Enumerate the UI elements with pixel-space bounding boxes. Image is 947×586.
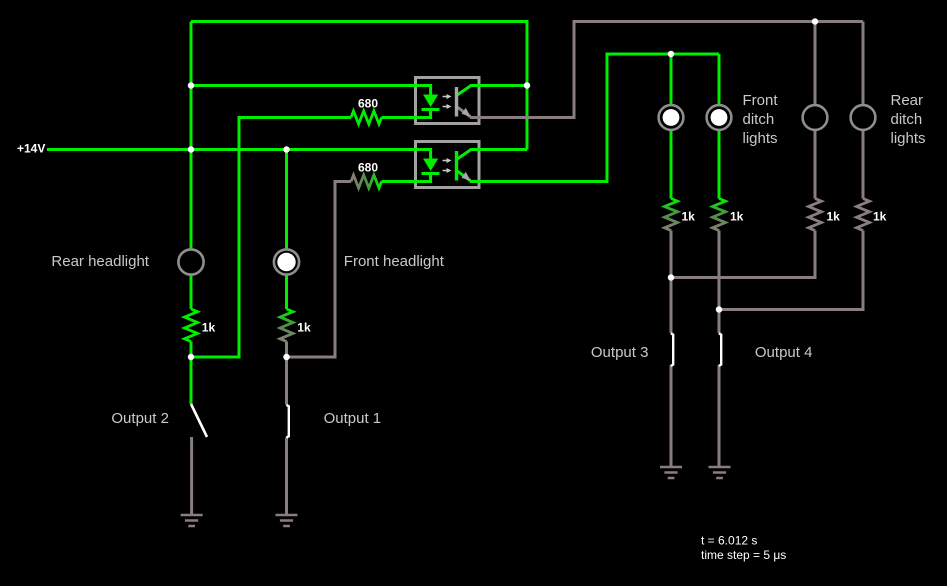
svg-text:Output 3: Output 3: [591, 344, 649, 361]
svg-text:1k: 1k: [297, 321, 311, 335]
svg-text:1k: 1k: [827, 210, 841, 224]
svg-text:Front headlight: Front headlight: [344, 253, 445, 270]
svg-text:lights: lights: [891, 130, 926, 147]
svg-text:1k: 1k: [682, 210, 696, 224]
svg-text:Rear headlight: Rear headlight: [51, 253, 149, 270]
svg-text:680: 680: [358, 97, 378, 111]
svg-text:Output 4: Output 4: [755, 344, 813, 361]
svg-text:1k: 1k: [730, 210, 744, 224]
svg-text:Front: Front: [743, 92, 779, 109]
svg-text:680: 680: [358, 161, 378, 175]
svg-text:Output 2: Output 2: [111, 410, 169, 427]
svg-text:+14V: +14V: [17, 142, 45, 156]
svg-text:time step = 5 μs: time step = 5 μs: [701, 548, 786, 562]
svg-text:ditch: ditch: [891, 111, 923, 128]
svg-text:Output 1: Output 1: [324, 410, 382, 427]
svg-text:Rear: Rear: [891, 92, 924, 109]
svg-text:t = 6.012 s: t = 6.012 s: [701, 534, 757, 548]
svg-text:1k: 1k: [202, 321, 216, 335]
svg-text:lights: lights: [743, 130, 778, 147]
svg-text:1k: 1k: [873, 210, 887, 224]
svg-text:ditch: ditch: [743, 111, 775, 128]
